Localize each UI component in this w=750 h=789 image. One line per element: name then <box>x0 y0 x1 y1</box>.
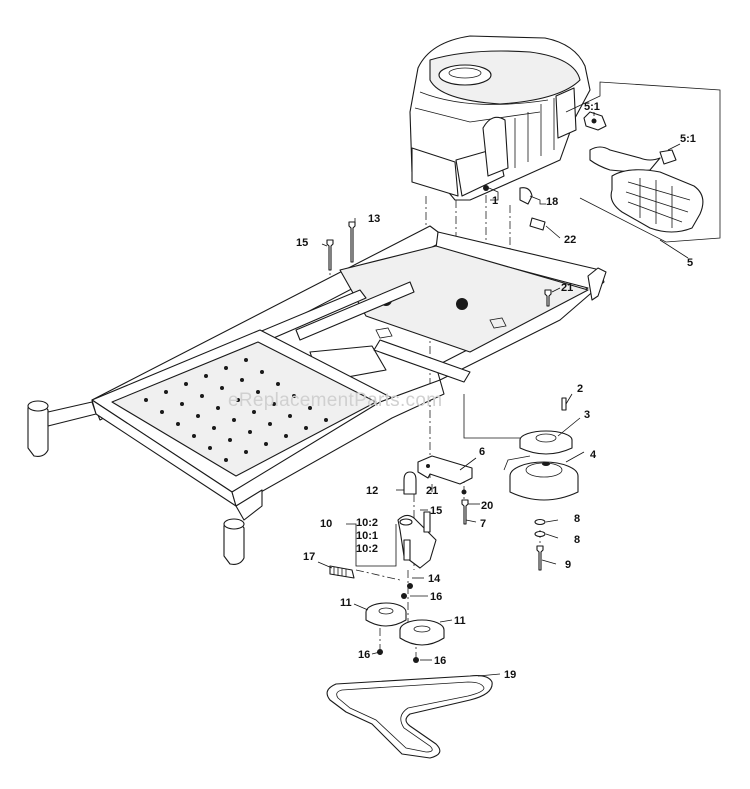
callout-21-upper: 21 <box>561 282 573 294</box>
callout-10-2-upper: 10:2 <box>356 517 378 529</box>
callout-8-upper: 8 <box>574 513 580 525</box>
callout-5-1-top: 5:1 <box>584 101 600 113</box>
callout-3: 3 <box>584 409 590 421</box>
callout-10-2-lower: 10:2 <box>356 543 378 555</box>
callout-17: 17 <box>303 551 315 563</box>
muffler-assembly <box>565 81 721 243</box>
callout-15-top: 15 <box>296 237 308 249</box>
footplate-holes <box>144 358 328 462</box>
washers-and-bolt <box>534 518 546 571</box>
engine <box>409 35 591 231</box>
callout-16-upper: 16 <box>430 591 442 603</box>
drive-belt <box>326 675 493 759</box>
callout-20: 20 <box>481 500 493 512</box>
callout-7: 7 <box>480 518 486 530</box>
callout-11-left: 11 <box>340 597 352 609</box>
callout-9: 9 <box>565 559 571 571</box>
callout-21-lower: 21 <box>426 485 438 497</box>
idler-pulleys <box>365 602 445 663</box>
callout-6: 6 <box>479 446 485 458</box>
leader-lines <box>317 112 689 677</box>
mower-frame <box>27 225 607 565</box>
frame-bolts <box>326 221 552 307</box>
callout-15-mid: 15 <box>430 505 442 517</box>
callout-16-right: 16 <box>434 655 446 667</box>
callout-16-left: 16 <box>358 649 370 661</box>
callout-4: 4 <box>590 449 597 461</box>
callout-2: 2 <box>577 383 583 395</box>
callout-13: 13 <box>368 213 380 225</box>
callout-18: 18 <box>546 196 558 208</box>
callout-labels: 1 2 3 4 5 5:1 5:1 6 7 8 8 9 10 10:2 10:1… <box>296 101 696 681</box>
callout-1: 1 <box>492 195 498 207</box>
idler-arm-assembly <box>329 471 437 599</box>
clutch-pulley-group <box>503 397 579 501</box>
callout-12: 12 <box>366 485 378 497</box>
callout-10: 10 <box>320 518 332 530</box>
callout-11-right: 11 <box>454 615 466 627</box>
callout-14: 14 <box>428 573 441 585</box>
callout-19: 19 <box>504 669 516 681</box>
callout-5-1-right: 5:1 <box>680 133 696 145</box>
callout-10-1: 10:1 <box>356 530 378 542</box>
callout-22: 22 <box>564 234 576 246</box>
callout-5: 5 <box>687 257 693 269</box>
callout-8-lower: 8 <box>574 534 580 546</box>
watermark-text: eReplacementParts.com <box>228 390 442 411</box>
idler-bracket <box>417 455 473 525</box>
